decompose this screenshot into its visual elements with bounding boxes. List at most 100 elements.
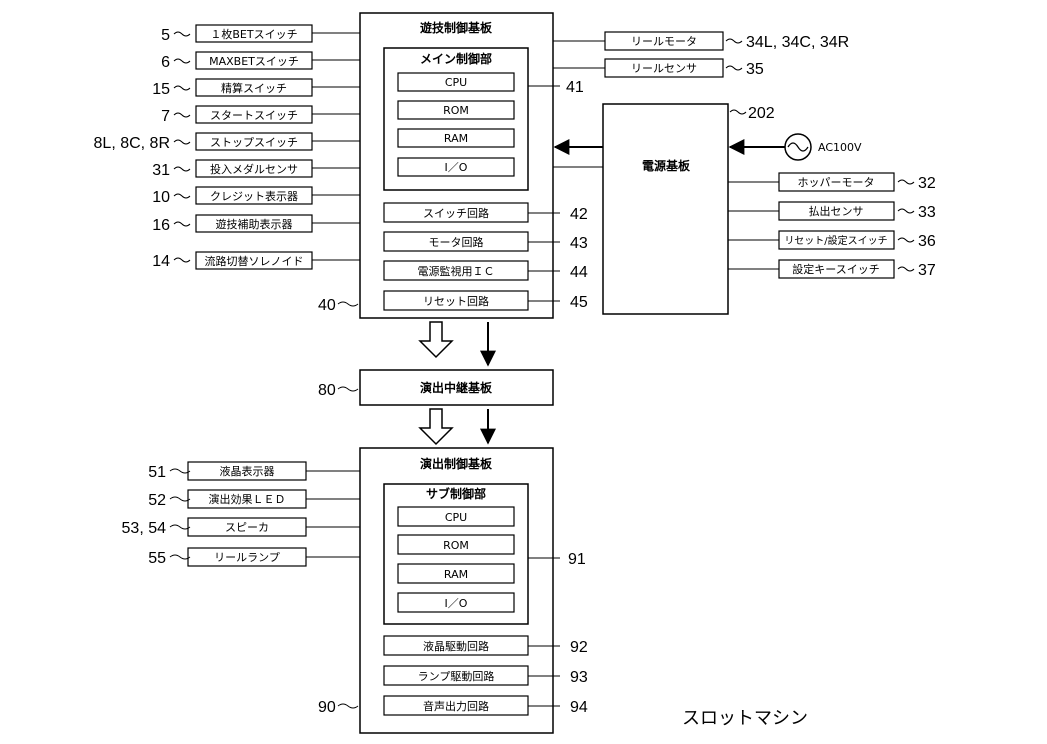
power-device-row-2: リセット/設定スイッチ 36: [728, 230, 936, 250]
effect-led-label: 演出効果ＬＥＤ: [209, 492, 286, 506]
left-input-row-0: 5 １枚BETスイッチ: [161, 24, 360, 44]
sub-io-box: [397, 592, 515, 613]
hopper-motor-box: [778, 172, 895, 192]
left-input-row-4: 8L, 8C, 8R ストップスイッチ: [94, 132, 360, 152]
effect-device-row-0: 51 液晶表示器: [148, 461, 360, 481]
ac-source-label: AC100V: [818, 141, 862, 154]
reset-circuit-ref: 45: [570, 294, 588, 311]
hopper-motor-label: ホッパーモータ: [798, 176, 875, 189]
sub-io-label: I／O: [445, 597, 468, 610]
payout-sensor-ref: 33: [918, 204, 936, 221]
start-switch-label: スタートスイッチ: [210, 109, 298, 122]
relay-board-title: 演出中継基板: [420, 380, 493, 395]
switch-circuit-ref: 42: [570, 206, 588, 223]
power-board: [602, 103, 729, 315]
payout-sensor-box: [778, 201, 895, 221]
sub-control-unit-title: サブ制御部: [426, 486, 486, 501]
figure-caption: スロットマシン: [682, 708, 808, 729]
audio-output-circuit-ref: 94: [570, 699, 588, 716]
sub-control-ref: 91: [568, 551, 586, 568]
effect-led-ref: 52: [148, 492, 166, 509]
bet1-switch-ref: 5: [161, 27, 170, 44]
speaker-label: スピーカ: [225, 521, 269, 534]
sub-cpu-box: [397, 506, 515, 527]
main-rom-box: [397, 100, 515, 120]
sub-rom-box: [397, 534, 515, 555]
main-control-ref: 41: [566, 79, 584, 96]
power-board-title: 電源基板: [642, 158, 691, 173]
effect-device-row-3: 55 リールランプ: [148, 547, 360, 567]
aux-display-label: 遊技補助表示器: [216, 217, 293, 231]
sub-rom-label: ROM: [443, 539, 469, 552]
left-input-row-2: 15 精算スイッチ: [152, 78, 360, 98]
lamp-drive-circuit-label: ランプ駆動回路: [418, 669, 495, 683]
lamp-drive-circuit-ref: 93: [570, 669, 588, 686]
left-input-row-1: 6 MAXBETスイッチ: [161, 51, 360, 71]
hollow-arrow-to-relay: [418, 321, 454, 359]
stop-switch-ref: 8L, 8C, 8R: [94, 135, 170, 152]
main-cpu-box: [397, 72, 515, 92]
setting-key-switch-label: 設定キースイッチ: [792, 262, 879, 276]
power-device-row-1: 払出センサ 33: [728, 201, 936, 221]
reset-setting-switch-box: [778, 230, 895, 250]
solenoid-label: 流路切替ソレノイド: [205, 254, 304, 268]
medal-sensor-ref: 31: [152, 162, 170, 179]
hopper-motor-ref: 32: [918, 175, 936, 192]
power-monitor-ic-ref: 44: [570, 264, 588, 281]
power-monitor-ic-label: 電源監視用ＩＣ: [418, 264, 495, 278]
reel-sensor-box: [604, 58, 724, 78]
lcd-display-label: 液晶表示器: [220, 464, 275, 478]
reel-motor-ref: 34L, 34C, 34R: [746, 34, 849, 51]
game-control-board-ref: 40: [318, 297, 336, 314]
stop-switch-label: ストップスイッチ: [210, 136, 298, 149]
power-board-ref: 202: [748, 105, 775, 122]
game-control-board-title: 遊技制御基板: [420, 20, 493, 35]
game-control-board: [359, 12, 554, 319]
maxbet-switch-ref: 6: [161, 54, 170, 71]
payout-sensor-label: 払出センサ: [809, 204, 864, 218]
effect-control-board-ref: 90: [318, 699, 336, 716]
main-ram-box: [397, 128, 515, 148]
power-device-row-3: 設定キースイッチ 37: [728, 259, 936, 279]
power-device-row-0: ホッパーモータ 32: [728, 172, 936, 192]
audio-output-circuit-label: 音声出力回路: [423, 699, 489, 713]
left-input-row-8: 14 流路切替ソレノイド: [152, 251, 360, 270]
main-control-unit: [383, 47, 529, 191]
main-io-label: I／O: [445, 161, 468, 174]
hollow-arrow-to-effect: [418, 408, 454, 446]
setting-key-switch-box: [778, 259, 895, 279]
credit-display-label: クレジット表示器: [210, 189, 298, 203]
relay-board-ref: 80: [318, 382, 336, 399]
sub-cpu-label: CPU: [445, 511, 467, 524]
sub-ram-label: RAM: [444, 568, 468, 581]
bet1-switch-label: １枚BETスイッチ: [210, 27, 297, 41]
speaker-ref: 53, 54: [122, 520, 167, 537]
left-input-row-6: 10 クレジット表示器: [152, 186, 360, 206]
left-input-row-5: 31 投入メダルセンサ: [152, 159, 360, 179]
sub-ram-box: [397, 563, 515, 584]
motor-circuit-label: モータ回路: [429, 236, 484, 249]
reset-setting-switch-ref: 36: [918, 233, 936, 250]
setting-key-switch-ref: 37: [918, 262, 936, 279]
sub-control-unit: [383, 483, 529, 625]
effect-control-board-title: 演出制御基板: [420, 456, 493, 471]
start-switch-ref: 7: [161, 108, 170, 125]
reel-lamp-ref: 55: [148, 550, 166, 567]
main-cpu-label: CPU: [445, 76, 467, 89]
lcd-drive-circuit-ref: 92: [570, 639, 588, 656]
effect-device-row-2: 53, 54 スピーカ: [122, 517, 360, 537]
main-ram-label: RAM: [444, 132, 468, 145]
effect-device-row-1: 52 演出効果ＬＥＤ: [148, 489, 360, 509]
lcd-drive-circuit-label: 液晶駆動回路: [423, 639, 489, 653]
reel-sensor-ref: 35: [746, 61, 764, 78]
left-input-row-3: 7 スタートスイッチ: [161, 105, 360, 125]
maxbet-switch-label: MAXBETスイッチ: [209, 55, 299, 68]
main-control-unit-title: メイン制御部: [420, 51, 492, 66]
main-rom-label: ROM: [443, 104, 469, 117]
motor-circuit-ref: 43: [570, 235, 588, 252]
switch-circuit-label: スイッチ回路: [423, 207, 489, 220]
reel-lamp-label: リールランプ: [214, 551, 280, 564]
effect-control-board: [359, 447, 554, 734]
aux-display-ref: 16: [152, 217, 170, 234]
